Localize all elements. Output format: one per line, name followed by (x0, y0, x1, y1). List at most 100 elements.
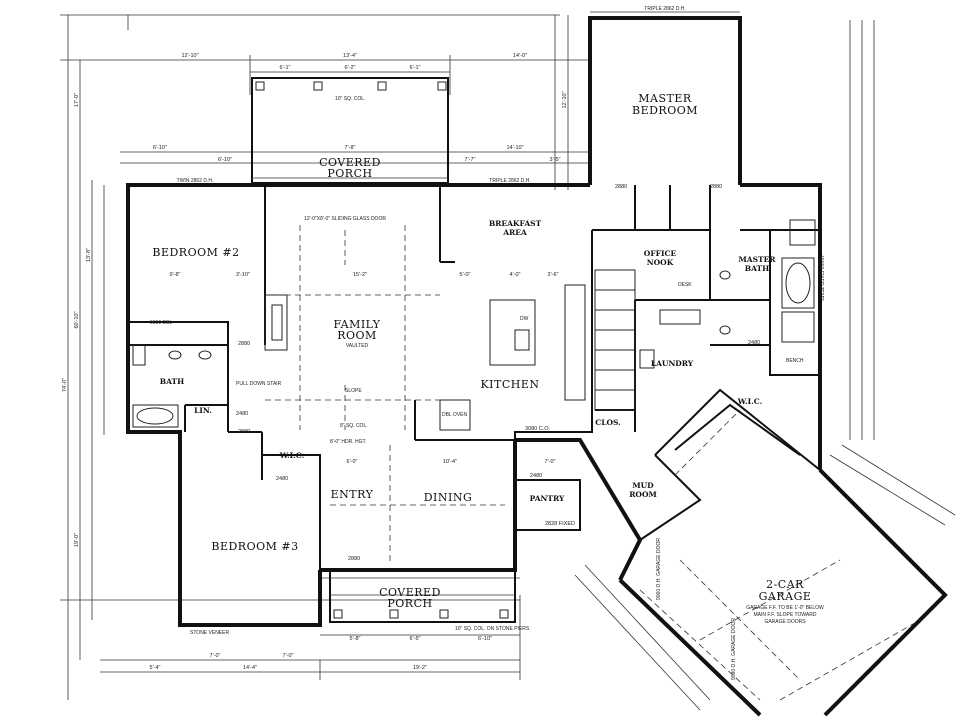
note-bench: BENCH (786, 358, 804, 364)
note-stone-piers: 10" SQ. COL. ON STONE PIERS (455, 626, 530, 632)
dim-door-2480-d: 2480 (748, 340, 760, 346)
dim-kitchen-c: 3'-6" (548, 272, 559, 278)
dim-left-c: 13'-8" (86, 248, 92, 262)
dim-row2-a: 6'-10" (153, 145, 167, 151)
wic-master-label: W.I.C. (737, 397, 762, 406)
master-bedroom-walls (588, 16, 742, 185)
drawing-notes: TRIPLE 2862 D.H. TWIN 2862 D.H. TRIPLE 2… (150, 6, 824, 680)
note-hdr-hgt: 8'-0" HDR. HGT. (330, 439, 366, 445)
dim-door-2880-a: 2880 (238, 341, 250, 347)
note-sq-col: 10" SQ. COL. (335, 96, 365, 102)
bedroom-2-label: BEDROOM #2 (152, 246, 239, 259)
pantry-label: PANTRY (530, 494, 565, 503)
note-dbl-oven: DBL OVEN (442, 412, 467, 418)
dim-bed2-b: 3'-10" (236, 272, 250, 278)
note-twin: TWIN 2862 D.H. (177, 178, 214, 184)
dim-row2-c: 7'-8" (345, 145, 356, 151)
note-pull-down: PULL DOWN STAIR (236, 381, 282, 387)
note-dw: DW (520, 316, 529, 322)
dim-porch-right: 6'-1" (410, 65, 421, 71)
lin-label: LIN. (194, 406, 212, 415)
dim-door-2880-d: 2880 (615, 184, 627, 190)
dimension-lines (60, 11, 956, 711)
dim-door-2480-a: 2480 (236, 411, 248, 417)
dim-right-top: 14'-0" (513, 53, 527, 59)
dimension-text: 12'-10" 13'-4" 6'-1" 6'-2" 6'-1" 14'-0" … (62, 53, 760, 671)
dim-bottom-d: 19'-2" (413, 665, 427, 671)
dim-left-b: 19'-0" (74, 533, 80, 547)
fixtures (132, 219, 816, 565)
front-porch-label: COVERED (379, 586, 441, 599)
garage-note-1: GARAGE F.F. TO BE 1'-0" BELOW (746, 605, 824, 611)
bath-label: BATH (160, 377, 184, 386)
family-room-note: VAULTED (346, 343, 369, 349)
laundry-label: LAUNDRY (651, 359, 694, 368)
note-desk: DESK (678, 282, 692, 288)
note-sliding-door: 12'-0"X8'-0" SLIDING GLASS DOOR (304, 216, 386, 222)
dim-bottom-a: 7'-0" (210, 653, 221, 659)
master-bath-label-2: BATH (745, 264, 769, 273)
office-nook-label-2: NOOK (647, 258, 674, 267)
dim-front-b: 6'-5" (410, 636, 421, 642)
note-slope: SLOPE (345, 388, 362, 394)
note-bed2-closet: 5080 DBL (150, 320, 172, 326)
dim-bottom-b: 14'-4" (243, 665, 257, 671)
kitchen-label: KITCHEN (480, 378, 539, 391)
dim-door-2480-c: 2480 (530, 473, 542, 479)
note-stone-veneer: STONE VENEER (190, 630, 229, 636)
dim-door-2880-e: 2880 (710, 184, 722, 190)
closet-kitchen-label: CLOS. (595, 418, 621, 427)
dim-row2-d: 7'-7" (465, 157, 476, 163)
entry-label: ENTRY (331, 488, 374, 501)
dim-porch-total: 13'-4" (343, 53, 357, 59)
dim-family-a: 15'-2" (353, 272, 367, 278)
note-triple-mid: TRIPLE 2862 D.H. (489, 178, 530, 184)
dim-front-c: 6'-10" (478, 636, 492, 642)
dim-door-2828: 2828 FIXED (545, 521, 575, 527)
master-bedroom-label: MASTER (638, 92, 692, 105)
breakfast-area-label: BREAKFAST (489, 219, 542, 228)
front-porch-label-2: PORCH (387, 597, 432, 610)
dim-entry-w: 6'-0" (347, 459, 358, 465)
dim-bed2-a: 9'-8" (170, 272, 181, 278)
dim-bottom-c: 7'-0" (283, 653, 294, 659)
dim-left-d: 12'-10" (562, 91, 568, 108)
note-garage-door-1: 9060 O.H. GARAGE DOOR (656, 538, 662, 600)
bedroom-3-label: BEDROOM #3 (211, 540, 298, 553)
dim-porch-mid: 6'-2" (345, 65, 356, 71)
dim-porch-left: 6'-1" (280, 65, 291, 71)
dim-kitchen-a: 5'-0" (460, 272, 471, 278)
dim-door-2880-c: 2880 (348, 556, 360, 562)
garage-label-2: GARAGE (759, 590, 812, 603)
mud-room-label: MUD (632, 481, 654, 490)
dim-left-a: 60'-10" (74, 311, 80, 328)
family-room-label: FAMILY (333, 318, 380, 331)
dining-label: DINING (424, 491, 473, 504)
breakfast-area-label-2: AREA (502, 228, 527, 237)
master-bedroom-label-2: BEDROOM (632, 104, 698, 117)
dim-dining-w: 10'-4" (443, 459, 457, 465)
dim-front-a: 5'-8" (350, 636, 361, 642)
dim-door-2880-b: 2880 (238, 429, 250, 435)
dim-kitchen-b: 4'-0" (510, 272, 521, 278)
mud-room-label-2: ROOM (629, 490, 657, 499)
dim-door-3080: 3080 C.O. (525, 426, 551, 432)
rear-porch-label-2: PORCH (327, 167, 372, 180)
dim-row2-e: 14'-10" (506, 145, 523, 151)
family-room-label-2: ROOM (337, 329, 377, 342)
note-triple-top: TRIPLE 2862 D.H. (644, 6, 685, 12)
dim-door-2480-b: 2480 (276, 476, 288, 482)
rear-porch-label: COVERED (319, 156, 381, 169)
office-nook-label: OFFICE (644, 249, 677, 258)
master-bath-label: MASTER (738, 255, 776, 264)
dim-pantry-w: 7'-0" (545, 459, 556, 465)
dim-top-total: 12'-10" (181, 53, 198, 59)
dim-left-total: 74'-0" (62, 378, 68, 392)
garage-note-3: GARAGE DOORS (764, 619, 806, 625)
wic-bed3-label: W.I.C. (279, 451, 304, 460)
dim-left-top: 17'-0" (74, 93, 80, 107)
front-porch (329, 569, 516, 623)
garage-label: 2-CAR (766, 578, 804, 591)
note-fixed-temp: 40X60 FIXED TEMP (818, 255, 824, 301)
